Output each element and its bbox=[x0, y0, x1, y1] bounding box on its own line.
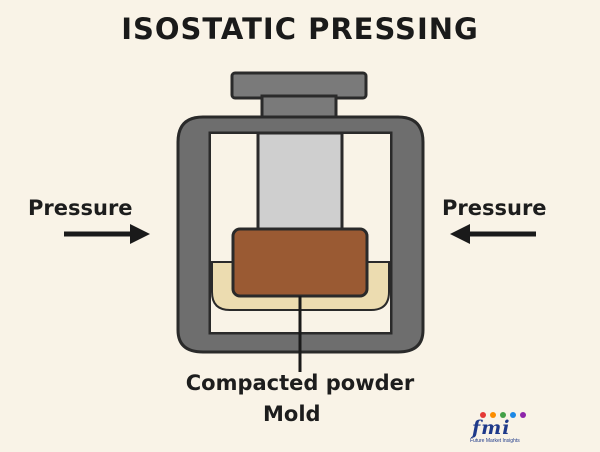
pressure-left-label: Pressure bbox=[28, 196, 133, 220]
logo-subtitle: Future Market Insights bbox=[470, 438, 520, 444]
pressure-right-label: Pressure bbox=[442, 196, 547, 220]
piston-rod bbox=[256, 131, 344, 235]
right-pressure-arrow bbox=[450, 224, 536, 244]
logo-dot bbox=[480, 412, 486, 418]
compacted-powder-block bbox=[231, 227, 369, 298]
logo-dot bbox=[520, 412, 526, 418]
fmi-logo: fmi Future Market Insights bbox=[470, 412, 552, 444]
logo-dot bbox=[510, 412, 516, 418]
diagram-title: ISOSTATIC PRESSING bbox=[121, 12, 479, 46]
left-pressure-arrow bbox=[64, 224, 150, 244]
logo-dot bbox=[490, 412, 496, 418]
logo-text: fmi bbox=[472, 417, 511, 439]
mold-label: Mold bbox=[263, 402, 321, 426]
neck bbox=[260, 94, 338, 120]
logo-dot bbox=[500, 412, 506, 418]
compacted-powder-label: Compacted powder bbox=[185, 371, 415, 395]
top-cap bbox=[230, 71, 368, 100]
logo-dots bbox=[480, 412, 526, 420]
